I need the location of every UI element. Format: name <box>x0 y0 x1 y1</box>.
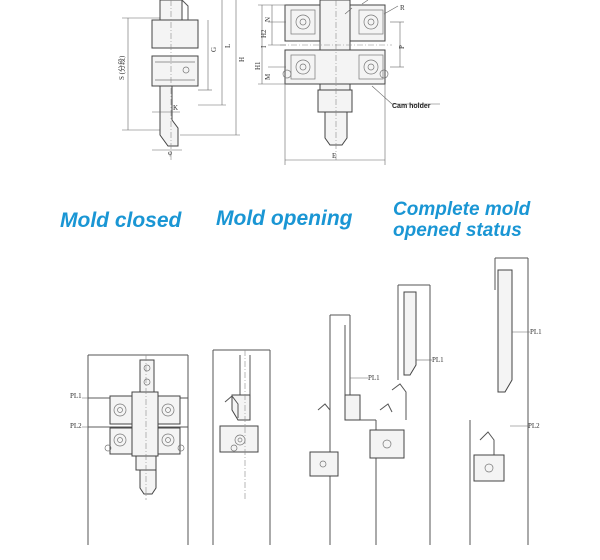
label-h1: H1 <box>254 61 262 70</box>
side-cam-finger <box>159 85 179 147</box>
sequence-drawings: PL1 PL2 <box>70 257 542 545</box>
label-h2: H2 <box>260 29 268 38</box>
label-r: R <box>400 4 405 12</box>
side-mid-block <box>151 19 199 49</box>
stage-mold-opening <box>212 349 271 545</box>
pl2-label-open-c: PL2 <box>528 422 540 430</box>
label-h: H <box>238 57 246 62</box>
side-view: S (分段) G L H K φ <box>117 0 246 160</box>
top-drawing: S (分段) G L H K φ <box>117 0 440 165</box>
label-s: S (分段) <box>117 55 126 80</box>
label-p: P <box>398 45 406 49</box>
pl1-label-open-c: PL1 <box>530 328 542 336</box>
stage-complete-open-c: PL1 PL2 <box>469 257 542 545</box>
cam-holder-label: Cam holder <box>392 103 431 110</box>
label-m: M <box>264 73 272 80</box>
label-n: N <box>264 17 272 22</box>
heading-mold-opening: Mold opening <box>216 207 353 230</box>
stage-complete-open-a: PL1 <box>309 314 380 545</box>
heading-complete-line2: opened status <box>393 220 522 241</box>
label-i: I <box>260 45 268 48</box>
front-shaft-collar <box>317 89 353 113</box>
label-l: L <box>224 44 232 48</box>
pl2-label-closed: PL2 <box>70 422 82 430</box>
label-g: G <box>210 47 218 52</box>
pl1-label-open-b: PL1 <box>432 356 444 364</box>
heading-complete-line1: Complete mold <box>393 199 531 220</box>
front-shaft-tip <box>324 111 348 146</box>
label-phi: φ <box>168 149 172 157</box>
side-lower-block <box>151 55 199 87</box>
label-e: E <box>332 152 336 160</box>
stage-mold-closed: PL1 PL2 <box>70 354 189 545</box>
pl1-label-open-a: PL1 <box>368 374 380 382</box>
pl1-label-closed: PL1 <box>70 392 82 400</box>
heading-mold-closed: Mold closed <box>60 209 182 232</box>
label-k: K <box>173 104 178 112</box>
front-view: N H2 I H1 M P R E Cam holder <box>254 0 440 165</box>
stage-complete-open-b: PL1 <box>369 284 444 545</box>
